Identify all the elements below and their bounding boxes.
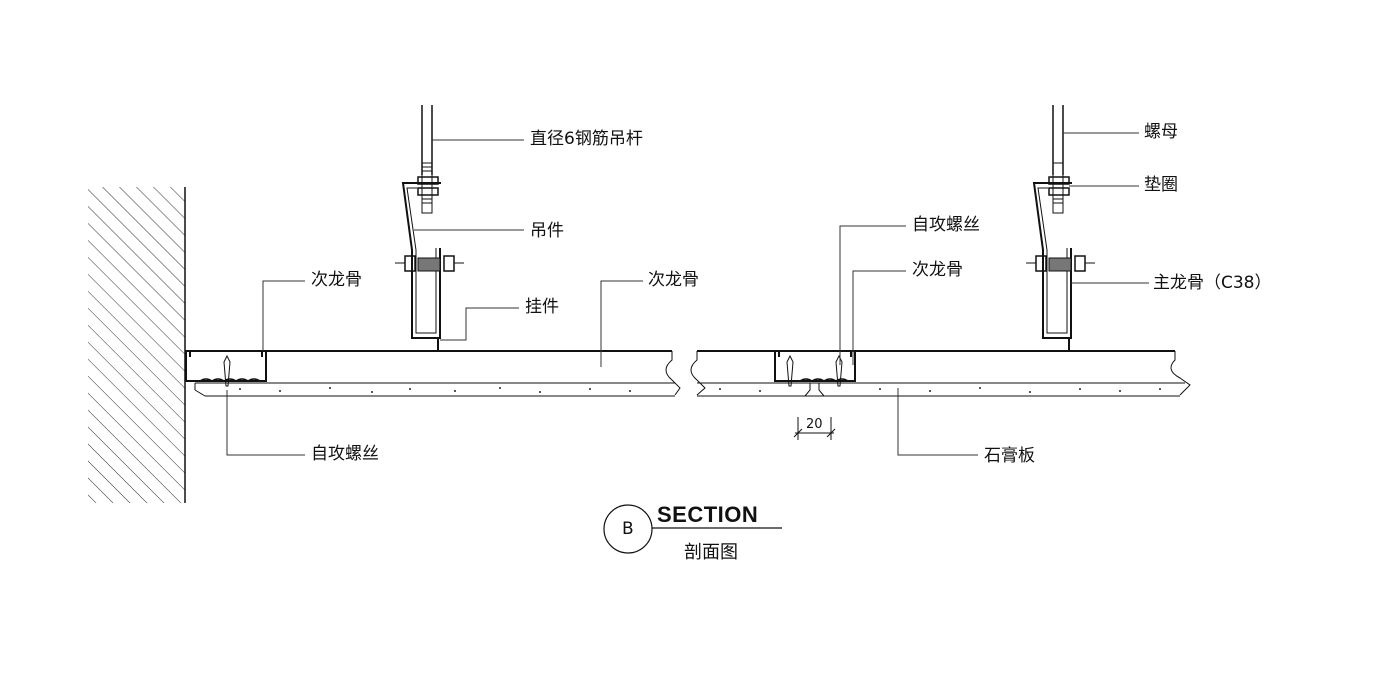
label-washer: 垫圈 xyxy=(1144,175,1178,195)
label-secondary-joist-mid: 次龙骨 xyxy=(648,270,699,290)
section-marker xyxy=(603,504,782,554)
label-screw-right: 自攻螺丝 xyxy=(912,215,980,235)
label-rod: 直径6钢筋吊杆 xyxy=(530,129,643,149)
section-subtitle: 剖面图 xyxy=(684,542,738,563)
label-nut: 螺母 xyxy=(1144,122,1178,142)
ceiling-left xyxy=(185,350,681,397)
leader-lines xyxy=(226,132,1149,456)
label-hanger: 吊件 xyxy=(530,221,564,241)
ceiling-right xyxy=(690,350,1191,397)
hanger-assembly-left xyxy=(395,105,464,351)
label-clip: 挂件 xyxy=(525,297,559,317)
wall xyxy=(88,187,186,503)
label-secondary-joist-left: 次龙骨 xyxy=(311,270,362,290)
gypsum-speckles xyxy=(239,387,1161,393)
section-marker-letter: B xyxy=(622,519,634,539)
label-gypsum-board: 石膏板 xyxy=(984,446,1035,466)
dimension-label: 20 xyxy=(806,417,823,432)
label-main-joist: 主龙骨（C38） xyxy=(1153,273,1272,293)
section-title: SECTION xyxy=(657,502,759,527)
label-screw-left: 自攻螺丝 xyxy=(311,444,379,464)
label-secondary-joist-right: 次龙骨 xyxy=(912,260,963,280)
hanger-assembly-right xyxy=(1026,105,1095,351)
dimension-20 xyxy=(793,417,836,440)
